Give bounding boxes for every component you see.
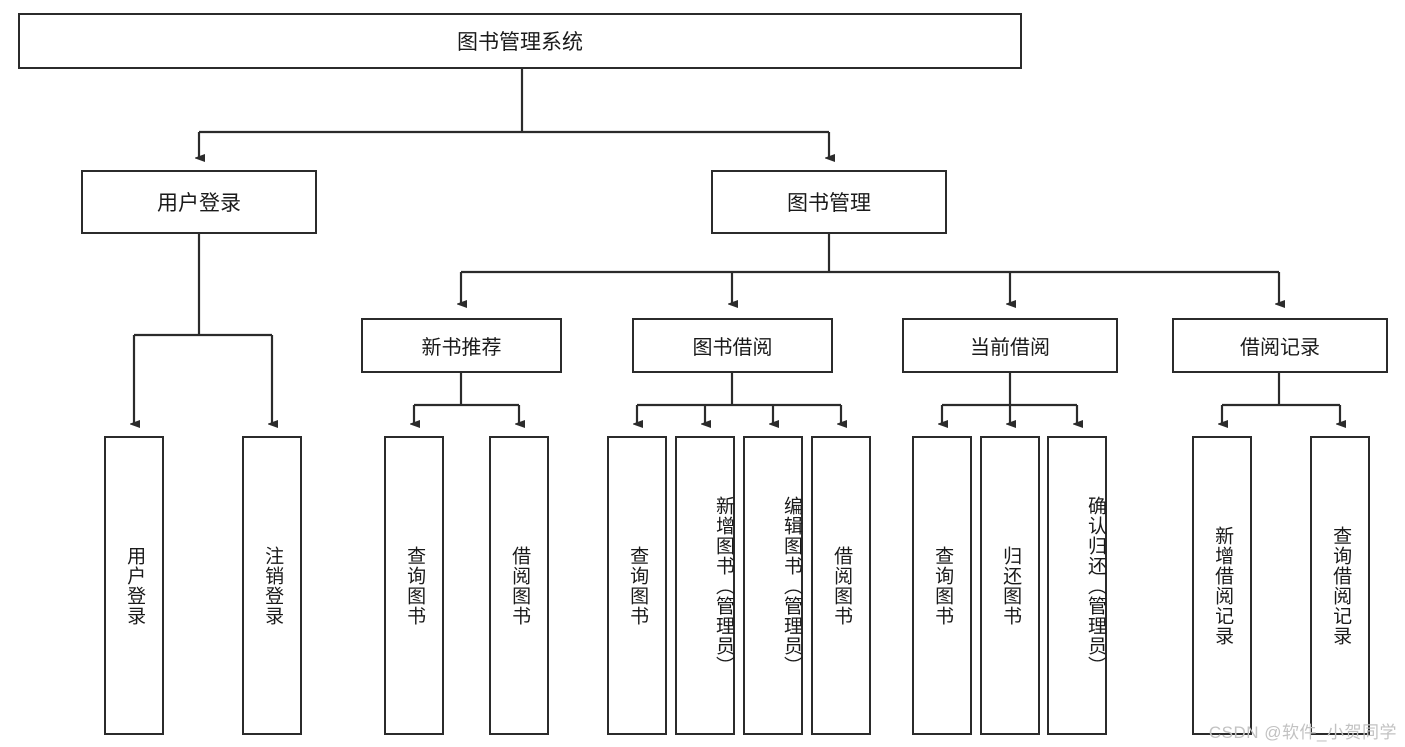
leaf-borrow-record-query[interactable]: 查询借阅记录	[1310, 436, 1370, 735]
leaf-current-borrow-return[interactable]: 归还图书	[980, 436, 1040, 735]
leaf-new-book-query[interactable]: 查询图书	[384, 436, 444, 735]
leaf-label: 编辑图书（管理员）	[781, 495, 802, 676]
leaf-label: 借阅图书	[831, 545, 853, 626]
leaf-label: 新增图书（管理员）	[713, 495, 734, 676]
node-book-borrow-label: 图书借阅	[692, 337, 773, 359]
leaf-book-borrow-add[interactable]: 新增图书（管理员）	[675, 436, 735, 735]
node-root[interactable]: 图书管理系统	[18, 13, 1022, 69]
leaf-label: 注销登录	[262, 545, 284, 626]
leaf-book-borrow-query[interactable]: 查询图书	[607, 436, 667, 735]
leaf-label: 查询图书	[932, 545, 954, 626]
node-current-borrow[interactable]: 当前借阅	[902, 318, 1118, 373]
leaf-borrow-record-add[interactable]: 新增借阅记录	[1192, 436, 1252, 735]
leaf-label: 查询图书	[404, 545, 426, 626]
leaf-label: 新增借阅记录	[1212, 525, 1234, 646]
node-borrow-record-label: 借阅记录	[1240, 337, 1320, 359]
leaf-label: 查询图书	[627, 545, 649, 626]
leaf-current-borrow-query[interactable]: 查询图书	[912, 436, 972, 735]
node-borrow-record[interactable]: 借阅记录	[1172, 318, 1388, 373]
leaf-user-login-login[interactable]: 用户登录	[104, 436, 164, 735]
node-book-management-label: 图书管理	[787, 192, 871, 215]
node-user-login-label: 用户登录	[157, 192, 241, 215]
watermark: CSDN @软件_小贺同学	[1208, 723, 1397, 742]
leaf-user-login-logout[interactable]: 注销登录	[242, 436, 302, 735]
leaf-book-borrow-borrow[interactable]: 借阅图书	[811, 436, 871, 735]
node-current-borrow-label: 当前借阅	[970, 337, 1050, 359]
node-root-label: 图书管理系统	[457, 31, 583, 54]
leaf-book-borrow-edit[interactable]: 编辑图书（管理员）	[743, 436, 803, 735]
leaf-label: 确认归还（管理员）	[1085, 495, 1106, 676]
leaf-label: 用户登录	[124, 545, 146, 626]
leaf-label: 归还图书	[1000, 545, 1022, 626]
node-new-book-recommend[interactable]: 新书推荐	[361, 318, 562, 373]
leaf-current-borrow-confirm-return[interactable]: 确认归还（管理员）	[1047, 436, 1107, 735]
node-book-borrow[interactable]: 图书借阅	[632, 318, 833, 373]
leaf-label: 查询借阅记录	[1330, 525, 1352, 646]
node-book-management[interactable]: 图书管理	[711, 170, 947, 234]
node-user-login[interactable]: 用户登录	[81, 170, 317, 234]
node-new-book-recommend-label: 新书推荐	[421, 337, 502, 359]
leaf-label: 借阅图书	[509, 545, 531, 626]
leaf-new-book-borrow[interactable]: 借阅图书	[489, 436, 549, 735]
